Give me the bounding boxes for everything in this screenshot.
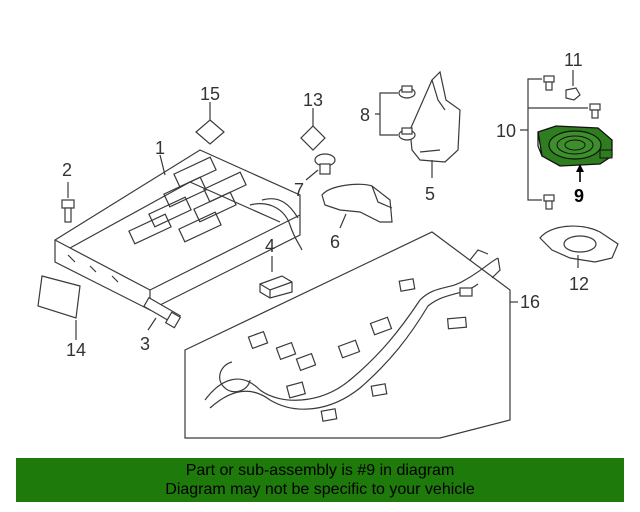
callout-7: 7 bbox=[294, 180, 304, 200]
part-5-shield[interactable] bbox=[409, 70, 461, 163]
part-13-label[interactable] bbox=[300, 125, 326, 151]
part-14-plate[interactable] bbox=[37, 275, 81, 319]
callout-11: 11 bbox=[564, 50, 583, 70]
callout-16: 16 bbox=[520, 292, 540, 312]
callout-5: 5 bbox=[425, 184, 435, 204]
callout-4: 4 bbox=[265, 236, 275, 256]
part-7-clip[interactable] bbox=[314, 153, 336, 175]
callout-15: 15 bbox=[200, 84, 220, 104]
part-3-sensor[interactable] bbox=[143, 296, 182, 329]
callout-14: 14 bbox=[66, 340, 86, 360]
part-15-label[interactable] bbox=[195, 119, 225, 145]
banner-line-2: Diagram may not be specific to your vehi… bbox=[165, 481, 475, 498]
info-banner: Part or sub-assembly is #9 in diagram Di… bbox=[16, 458, 624, 502]
callout-1: 1 bbox=[155, 138, 165, 158]
part-16-wiring-harness[interactable] bbox=[184, 231, 511, 439]
part-9-highlighted-module[interactable] bbox=[537, 125, 613, 167]
part-12-bracket[interactable] bbox=[539, 225, 619, 263]
callout-10: 10 bbox=[496, 121, 516, 141]
part-2-bolt[interactable] bbox=[61, 199, 75, 223]
callout-13: 13 bbox=[303, 90, 323, 110]
part-11-nut[interactable] bbox=[565, 87, 581, 101]
part-8-clips[interactable] bbox=[398, 85, 416, 141]
callout-9: 9 bbox=[574, 186, 584, 206]
callout-8: 8 bbox=[360, 105, 370, 125]
callout-2: 2 bbox=[62, 160, 72, 180]
part-4-relay-block[interactable] bbox=[259, 275, 293, 299]
part-10-bolts[interactable] bbox=[543, 75, 601, 210]
callout-12: 12 bbox=[569, 274, 589, 294]
part-6-duct[interactable] bbox=[321, 183, 393, 223]
callout-3: 3 bbox=[140, 334, 150, 354]
banner-line-1: Part or sub-assembly is #9 in diagram bbox=[185, 462, 455, 479]
callout-6: 6 bbox=[330, 232, 340, 252]
part-1-battery-pack[interactable] bbox=[54, 149, 303, 311]
